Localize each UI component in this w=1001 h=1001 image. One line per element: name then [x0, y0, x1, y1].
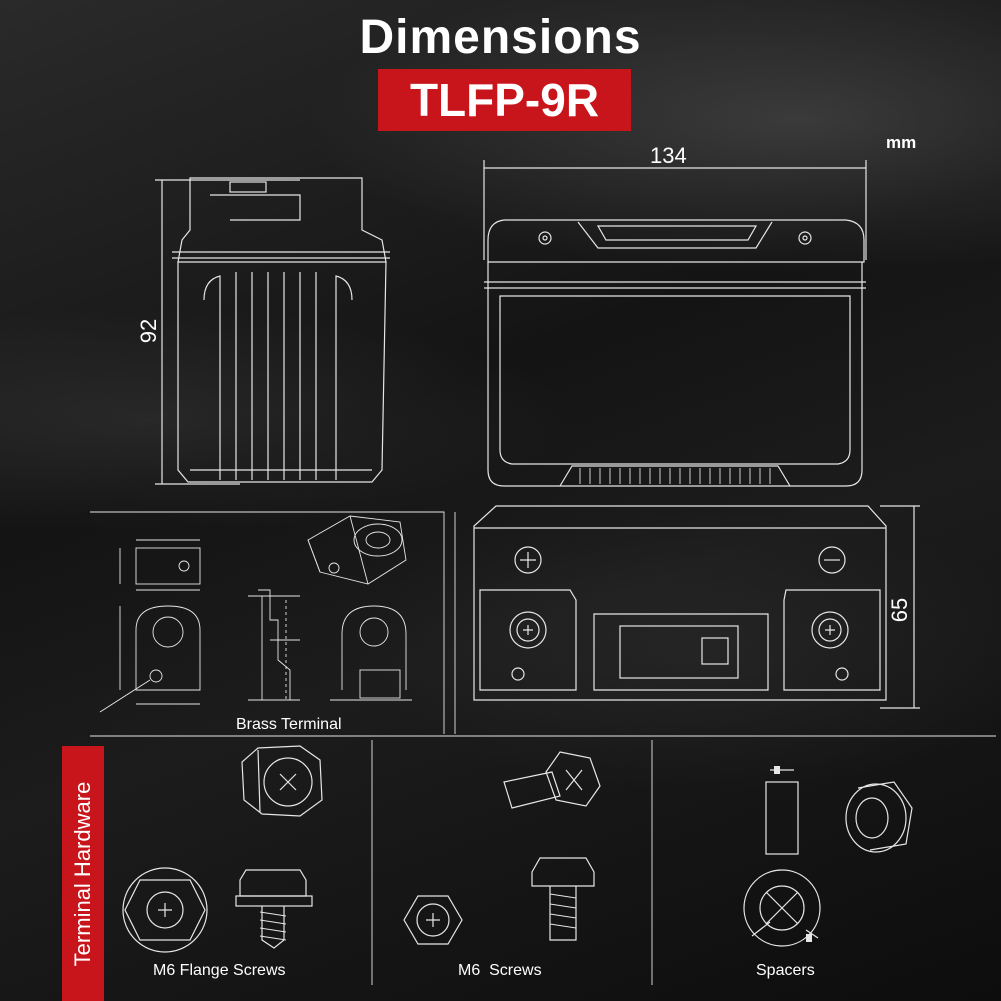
terminal-hardware-section-label: Terminal Hardware — [62, 746, 104, 1001]
battery-front-view — [483, 160, 867, 487]
brass-terminal-drawings — [90, 511, 996, 985]
model-badge: TLFP-9R — [378, 69, 631, 131]
flange-screws-caption: M6 Flange Screws — [153, 962, 286, 979]
flange-screw-drawings — [122, 745, 323, 953]
width-dimension-label: 134 — [650, 143, 687, 168]
screws-caption: M6 Screws — [458, 962, 542, 979]
terminal-hardware-label-text: Terminal Hardware — [70, 781, 95, 966]
brass-terminal-caption: Brass Terminal — [236, 716, 342, 733]
battery-top-view — [473, 505, 920, 709]
spacers-caption: Spacers — [756, 962, 815, 979]
battery-side-view — [155, 177, 390, 485]
page-title: Dimensions — [359, 11, 642, 64]
screw-drawings — [403, 751, 601, 945]
unit-label: mm — [886, 133, 917, 152]
spacer-drawings — [743, 766, 913, 947]
